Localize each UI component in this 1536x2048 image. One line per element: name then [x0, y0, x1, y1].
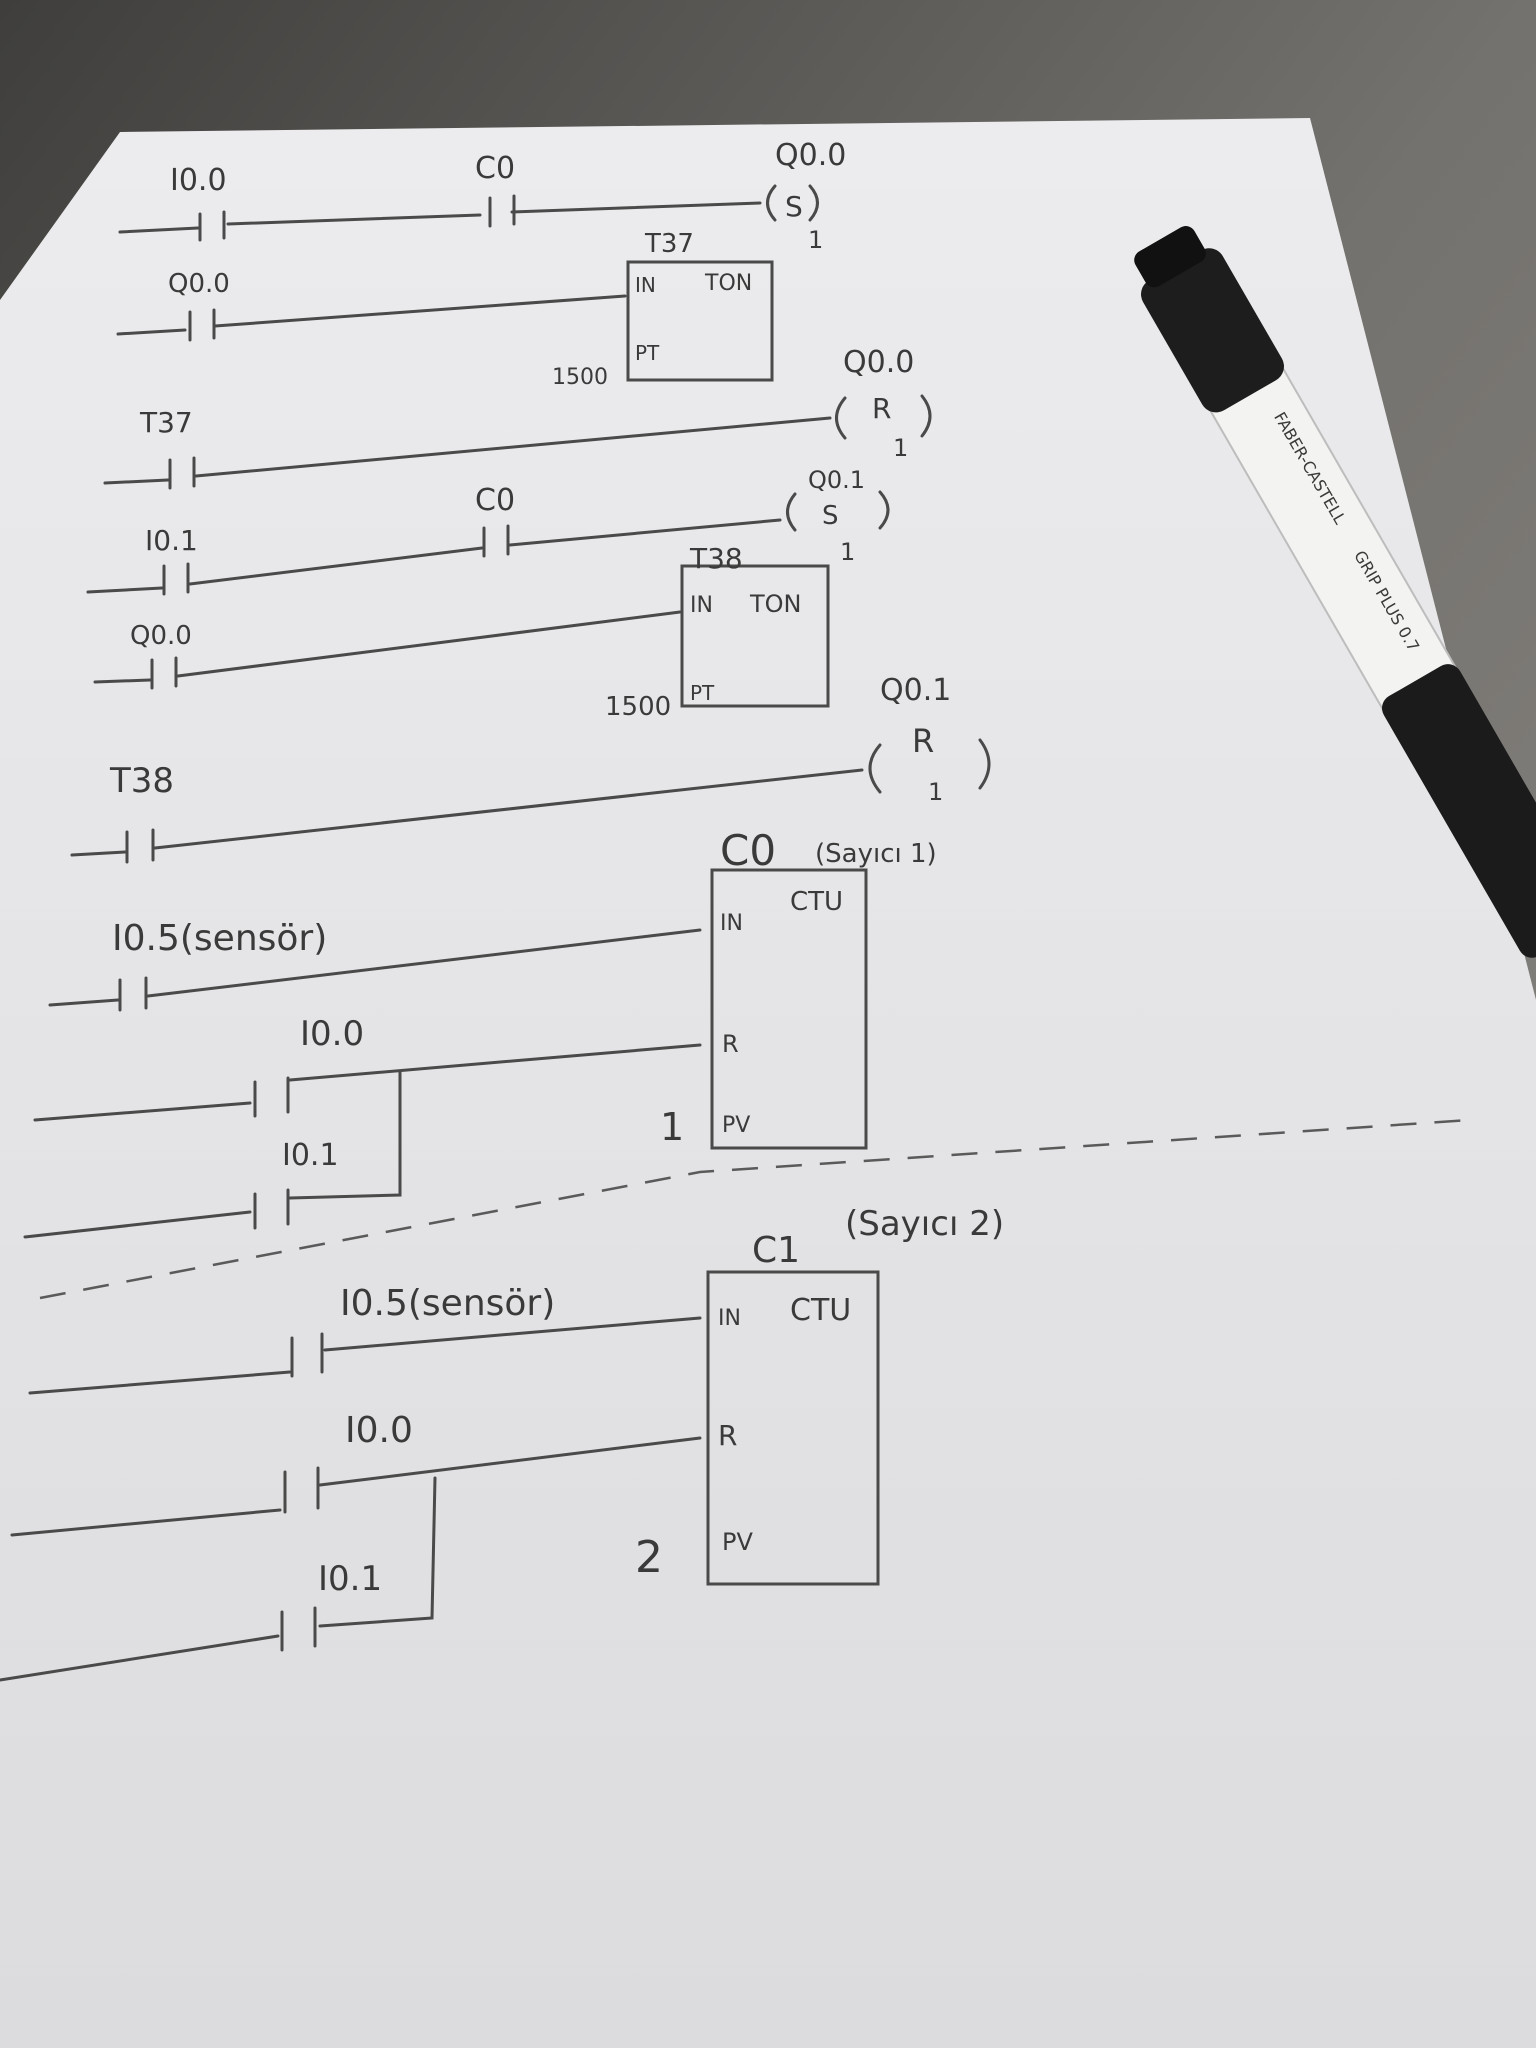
contact-no-icon [188, 308, 216, 342]
timer-pt: PT [690, 681, 715, 705]
contact-label: C0 [475, 483, 515, 518]
coil-count: 1 [928, 778, 943, 806]
timer-pt: PT [635, 341, 660, 365]
coil-icon [786, 492, 797, 532]
contact-no-icon [290, 1332, 324, 1378]
coil-op: R [872, 392, 891, 425]
contact-no-icon [168, 456, 196, 490]
timer-name: T38 [689, 542, 743, 575]
timer-type: TON [704, 271, 752, 296]
contact-label: C0 [475, 151, 515, 186]
timer-name: T37 [644, 229, 694, 259]
counter-block [710, 868, 868, 1150]
counter-r: R [718, 1419, 737, 1452]
counter-c0: C0 (Sayıcı 1) IN CTU R PV 1 I0.5(sensör)… [23, 826, 937, 1239]
counter-name: C0 [720, 826, 776, 875]
rung-2: Q0.0 T37 IN TON PT 1500 [116, 229, 774, 390]
coil-icon [835, 396, 847, 440]
contact-no-icon [253, 1188, 290, 1230]
contact-label: Q0.0 [168, 269, 230, 299]
timer-block [626, 260, 774, 382]
counter-c1: C1 (Sayıcı 2) IN CTU R PV 2 I0.5(sensör)… [0, 1204, 1004, 1682]
rung-3: T37 Q0.0 R 1 [103, 345, 932, 490]
contact-no-icon [150, 656, 178, 690]
contact-no-icon [125, 828, 155, 864]
contact-no-icon [280, 1606, 317, 1652]
counter-r: R [722, 1030, 739, 1058]
pen-grip [1382, 664, 1536, 958]
counter-preset: 2 [635, 1532, 663, 1583]
contact-no-icon [488, 194, 516, 228]
counter-preset: 1 [660, 1105, 684, 1149]
counter-type: CTU [790, 1293, 851, 1328]
contact-no-icon [162, 562, 190, 596]
counter-note: (Sayıcı 2) [845, 1204, 1004, 1244]
counter-block [706, 1270, 880, 1586]
coil-count: 1 [808, 226, 823, 254]
paper-sheet [0, 118, 1536, 2048]
contact-label: I0.1 [145, 524, 198, 557]
coil-address: Q0.1 [880, 673, 951, 708]
rung-1: I0.0 C0 Q0.0 S 1 [118, 138, 846, 254]
coil-count: 1 [893, 434, 908, 462]
coil-op: R [912, 722, 934, 760]
counter-name: C1 [752, 1230, 800, 1271]
rung-4: I0.1 C0 Q0.1 S 1 [86, 466, 890, 596]
coil-address: Q0.0 [843, 345, 914, 380]
timer-type: TON [749, 590, 802, 618]
coil-address: Q0.0 [775, 138, 846, 173]
counter-in: IN [718, 1306, 741, 1331]
contact-label: I0.1 [282, 1138, 339, 1173]
section-divider [39, 1118, 1471, 1300]
counter-in: IN [720, 911, 743, 936]
counter-pv: PV [722, 1113, 750, 1138]
rung-6: T38 Q0.1 R 1 [70, 673, 991, 864]
counter-type: CTU [790, 887, 843, 917]
contact-no-icon [118, 976, 148, 1012]
timer-preset: 1500 [605, 692, 671, 722]
contact-label: I0.1 [318, 1559, 382, 1599]
contact-label: I0.0 [345, 1410, 413, 1451]
timer-preset: 1500 [552, 365, 608, 390]
timer-in: IN [635, 273, 656, 297]
counter-note: (Sayıcı 1) [815, 839, 937, 869]
contact-no-icon [198, 210, 226, 242]
coil-count: 1 [840, 538, 855, 566]
counter-pv: PV [722, 1528, 753, 1556]
contact-label: I0.0 [170, 163, 227, 198]
contact-no-icon [482, 524, 510, 558]
coil-op: S [822, 501, 839, 531]
timer-in: IN [690, 593, 713, 618]
contact-no-icon [283, 1466, 320, 1514]
coil-op: S [785, 190, 803, 223]
contact-label: I0.5(sensör) [112, 918, 327, 959]
coil-icon [868, 743, 882, 794]
contact-label: I0.0 [300, 1014, 364, 1054]
contact-label: Q0.0 [130, 621, 192, 651]
coil-address: Q0.1 [808, 466, 865, 494]
contact-label: T38 [109, 761, 174, 801]
contact-no-icon [253, 1076, 290, 1118]
pen-top-icon [1134, 226, 1206, 288]
pen-clip-cap [1141, 248, 1284, 413]
timer-block [680, 564, 830, 708]
contact-label: T37 [139, 406, 193, 439]
rung-5: Q0.0 T38 IN TON PT 1500 [93, 542, 830, 722]
coil-icon [766, 184, 777, 222]
mechanical-pencil: FABER-CASTELL GRIP PLUS 0.7 [1134, 226, 1536, 958]
contact-label: I0.5(sensör) [340, 1283, 555, 1324]
